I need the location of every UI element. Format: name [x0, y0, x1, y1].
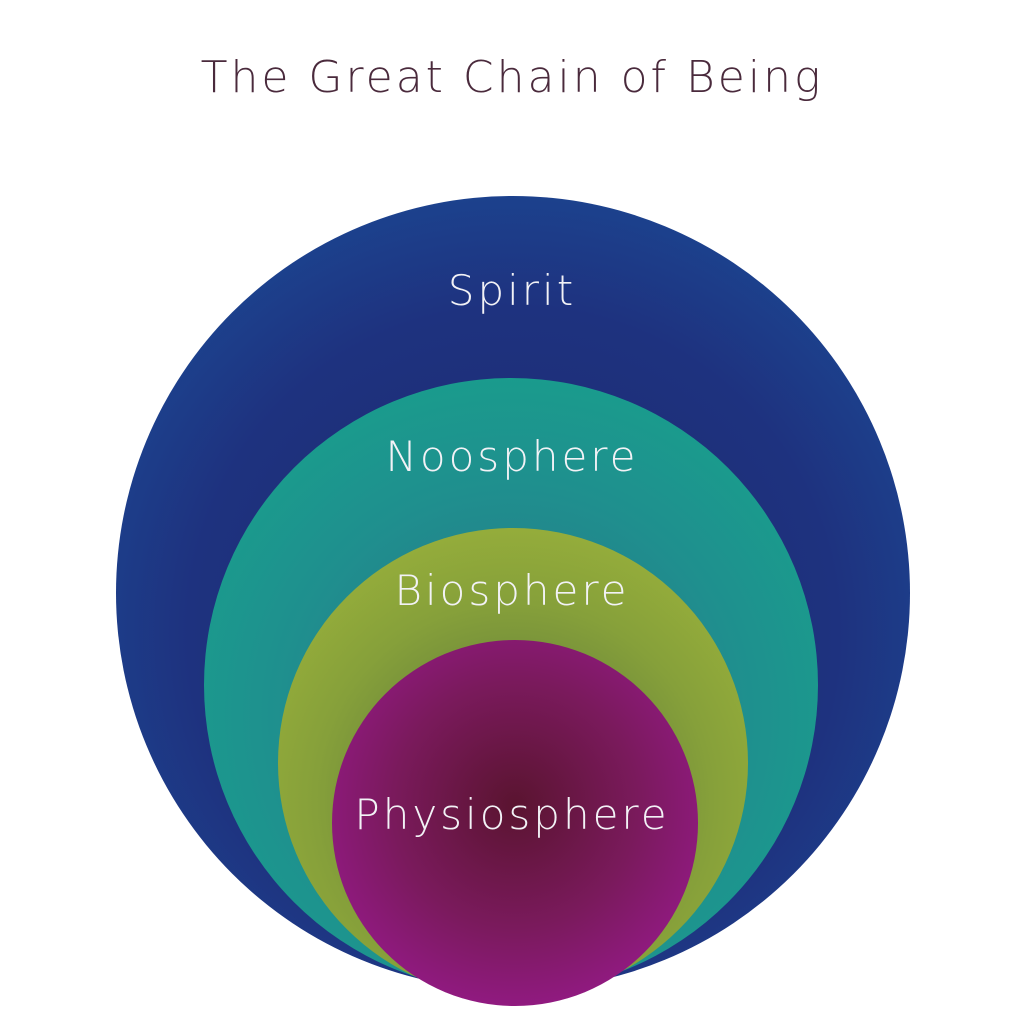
diagram-title: The Great Chain of Being: [200, 52, 824, 103]
physiosphere-label: Physiosphere: [354, 790, 670, 839]
biosphere-label: Biosphere: [394, 566, 630, 615]
physiosphere-circle: [332, 640, 698, 1006]
noosphere-label: Noosphere: [385, 432, 639, 481]
spirit-label: Spirit: [447, 266, 577, 315]
